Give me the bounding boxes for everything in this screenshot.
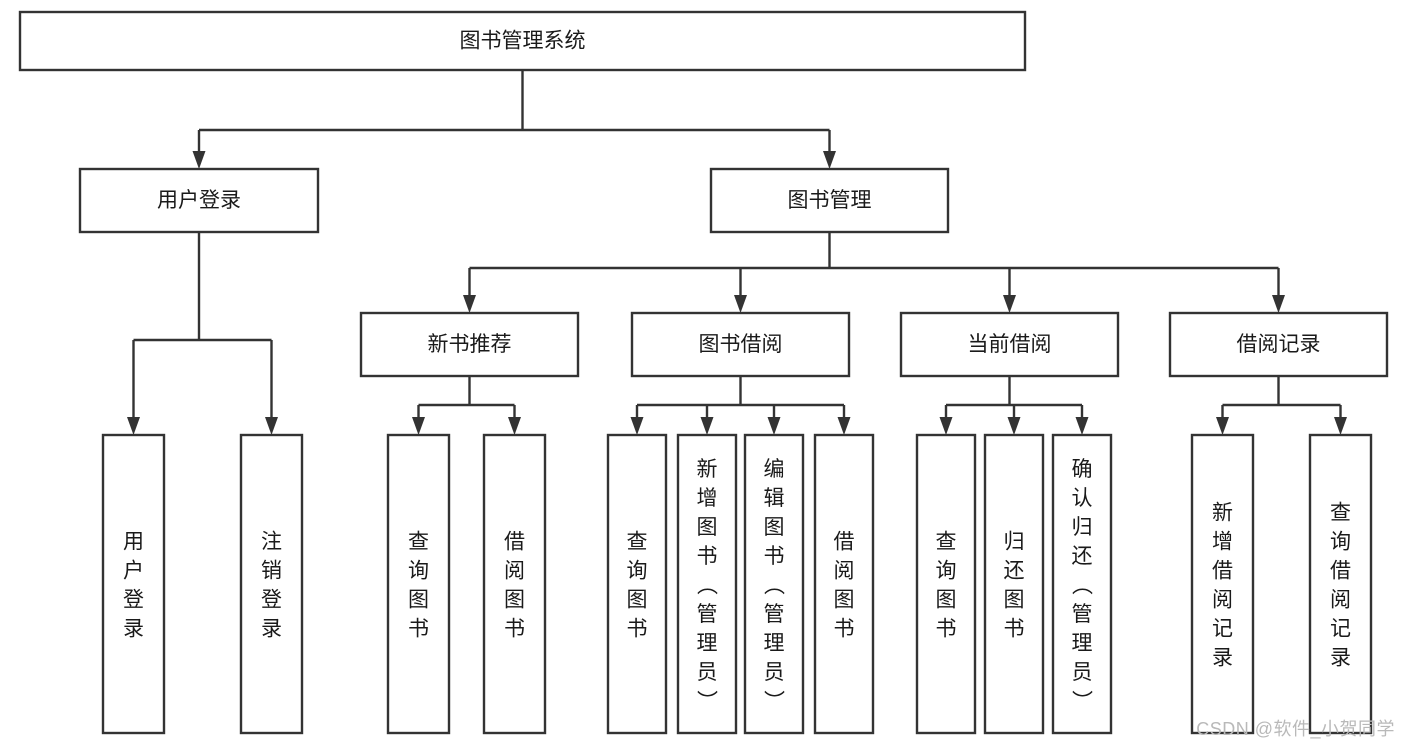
edge-arrow-icon — [837, 417, 851, 435]
node-box — [78, 167, 320, 234]
edge-arrow-icon — [767, 417, 781, 435]
node-label: 新增借阅记录 — [1212, 502, 1233, 670]
edge-arrow-icon — [192, 151, 206, 169]
edge-arrow-icon — [508, 417, 521, 435]
node-leaf-query-book-3[interactable]: 查询图书 — [915, 433, 977, 735]
node-label: 注销登录 — [261, 531, 282, 641]
node-label: 借阅记录 — [1237, 333, 1321, 356]
node-box — [676, 433, 738, 735]
edge-arrow-icon — [1075, 417, 1089, 435]
node-new-book-rec[interactable]: 新书推荐 — [359, 311, 580, 378]
edge-arrow-icon — [127, 417, 140, 435]
node-label: 查询图书 — [627, 531, 648, 641]
edge-arrow-icon — [1007, 417, 1021, 435]
edge-arrow-icon — [734, 295, 747, 313]
node-box — [743, 433, 805, 735]
node-book-borrow[interactable]: 图书借阅 — [630, 311, 851, 378]
node-box — [813, 433, 875, 735]
edge-arrow-icon — [265, 417, 278, 435]
node-box — [606, 433, 668, 735]
node-box — [915, 433, 977, 735]
edge-arrow-icon — [700, 417, 714, 435]
node-label: 图书管理系统 — [460, 30, 586, 53]
node-box — [1308, 433, 1373, 735]
node-box — [239, 433, 304, 735]
node-label: 借阅图书 — [504, 531, 525, 641]
node-box — [482, 433, 547, 735]
node-label: 图书借阅 — [699, 333, 783, 356]
node-label: 图书管理 — [788, 189, 872, 212]
edge-arrow-icon — [1272, 295, 1285, 313]
node-label: 查询图书 — [408, 531, 429, 641]
node-leaf-return-book[interactable]: 归还图书 — [983, 433, 1045, 735]
node-box — [1190, 433, 1255, 735]
node-label: 查询借阅记录 — [1330, 502, 1351, 670]
node-box — [18, 10, 1027, 72]
node-book-manage[interactable]: 图书管理 — [709, 167, 950, 234]
node-leaf-user-login[interactable]: 用户登录 — [101, 433, 166, 735]
node-label: 用户登录 — [157, 189, 241, 212]
node-box — [1051, 433, 1113, 735]
node-leaf-logout[interactable]: 注销登录 — [239, 433, 304, 735]
node-box — [709, 167, 950, 234]
node-leaf-borrow-book-2[interactable]: 借阅图书 — [813, 433, 875, 735]
edge-arrow-icon — [1216, 417, 1229, 435]
edge-arrow-icon — [823, 151, 836, 169]
node-leaf-borrow-book-1[interactable]: 借阅图书 — [482, 433, 547, 735]
node-leaf-add-record[interactable]: 新增借阅记录 — [1190, 433, 1255, 735]
edge-arrow-icon — [939, 417, 953, 435]
edge-arrow-icon — [412, 417, 425, 435]
node-box — [1168, 311, 1389, 378]
edge-arrow-icon — [1003, 295, 1016, 313]
node-borrow-record[interactable]: 借阅记录 — [1168, 311, 1389, 378]
node-label: 借阅图书 — [834, 531, 855, 641]
node-box — [386, 433, 451, 735]
node-box — [101, 433, 166, 735]
node-leaf-query-record[interactable]: 查询借阅记录 — [1308, 433, 1373, 735]
node-label: 查询图书 — [936, 531, 957, 641]
edge-arrow-icon — [630, 417, 644, 435]
node-label: 归还图书 — [1004, 531, 1025, 641]
node-label: 编辑图书（管理员） — [764, 458, 786, 713]
node-label: 新书推荐 — [428, 333, 512, 356]
edge-arrow-icon — [463, 295, 476, 313]
node-leaf-query-book-1[interactable]: 查询图书 — [386, 433, 451, 735]
node-leaf-confirm-return[interactable]: 确认归还（管理员） — [1051, 433, 1113, 735]
node-box — [899, 311, 1120, 378]
node-box — [630, 311, 851, 378]
edge-layer — [127, 70, 1347, 435]
node-layer: 图书管理系统用户登录图书管理新书推荐图书借阅当前借阅借阅记录用户登录注销登录查询… — [18, 10, 1389, 735]
node-user-login[interactable]: 用户登录 — [78, 167, 320, 234]
node-root[interactable]: 图书管理系统 — [18, 10, 1027, 72]
node-label: 新增图书（管理员） — [697, 458, 719, 713]
node-box — [359, 311, 580, 378]
node-label: 确认归还（管理员） — [1072, 458, 1094, 713]
node-leaf-query-book-2[interactable]: 查询图书 — [606, 433, 668, 735]
node-leaf-edit-book[interactable]: 编辑图书（管理员） — [743, 433, 805, 735]
edge-arrow-icon — [1334, 417, 1347, 435]
node-label: 用户登录 — [123, 531, 144, 641]
node-label: 当前借阅 — [968, 333, 1052, 356]
node-current-borrow[interactable]: 当前借阅 — [899, 311, 1120, 378]
node-box — [983, 433, 1045, 735]
node-leaf-add-book[interactable]: 新增图书（管理员） — [676, 433, 738, 735]
